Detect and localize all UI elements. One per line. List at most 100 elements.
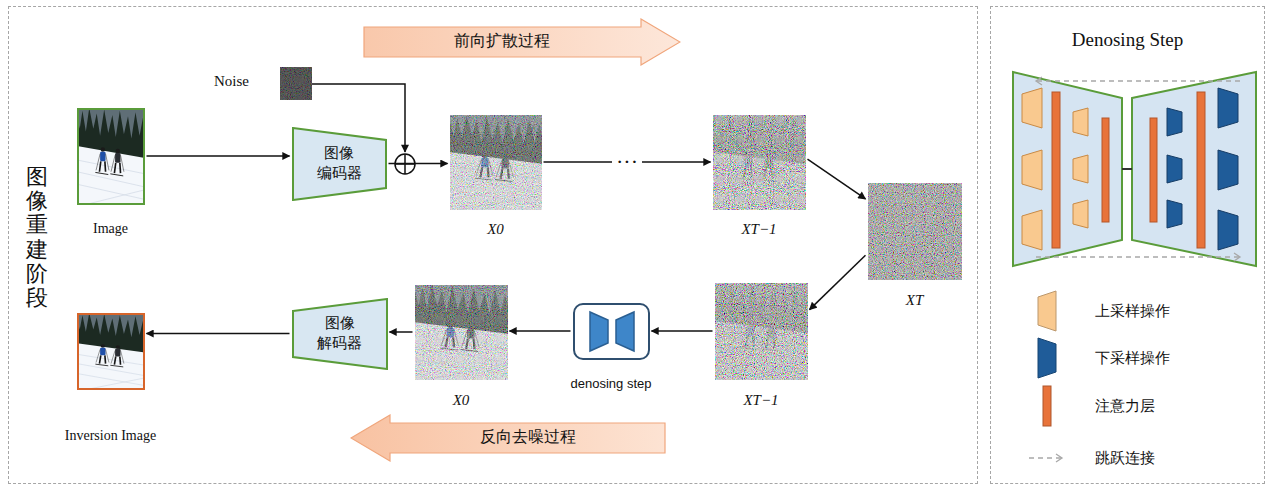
noisy-image [715,283,808,380]
legend-sample [1025,336,1069,380]
input-image: Image [77,108,145,205]
panel-title: Denosing Step [991,29,1264,51]
latent-name: XT [906,292,924,309]
unet-figure [1073,200,1088,228]
decoder-block: 图像 解码器 [292,298,388,370]
block-name: 图像 编码器 [312,144,366,183]
flow-arrow [147,333,290,335]
unet-figure [1013,72,1122,266]
reconstructed-photo [77,313,145,390]
trapezoid-outline [293,299,387,369]
noisy-image [415,285,508,380]
legend-text: 上采样操作 [1095,289,1170,333]
noisy-image [713,115,806,210]
legend-sample [1025,289,1069,333]
unet-figure [1036,77,1042,85]
unet-figure [1150,118,1157,222]
unet-figure [1102,118,1109,222]
flow-arrow [810,255,866,309]
unet-figure [1022,88,1042,128]
stage-panel: 图像重建阶段前向扩散过程Image图像 编码器X0XT−1XTXT−1denos… [8,6,978,484]
unet-figure [1052,92,1060,248]
legend-text: 下采样操作 [1095,336,1170,380]
trapezoid-shape [292,298,388,370]
legend-sample [1025,436,1069,480]
noisy-image [450,115,542,210]
unet-figure [1132,72,1256,266]
signal-label: Noise [214,73,249,90]
noisy-image [713,115,806,210]
legend-text: 注意力层 [1095,384,1155,428]
flow-arrow [652,330,713,332]
unet-figure [1036,256,1240,257]
latent-image: XT−1 [713,115,806,210]
noisy-image [450,115,542,210]
noise-image [868,183,962,280]
stage-title: 图像重建阶段 [26,165,48,310]
noisy-image [415,285,508,380]
reconstructed-photo [77,313,145,390]
edge-label: ··· [612,151,642,173]
trapezoid-outline [293,128,386,200]
step-caption: denosing step [571,377,652,392]
source-photo [77,108,145,205]
latent-image: X0 [415,285,508,380]
noisy-image [415,285,508,380]
flow-arrow [808,159,866,199]
latent-image: X0 [450,115,542,210]
banner-shape [363,18,681,66]
legend-entry: 跳跃连接 [1025,436,1245,480]
legend-entry: 注意力层 [1025,384,1245,428]
denoise-icon: denosing step [573,303,650,360]
noise-patch [280,67,312,100]
latent-name: XT−1 [743,392,778,409]
dashed-arrow-head [1056,454,1062,462]
latent-name: XT−1 [741,221,776,238]
noise-image [868,183,962,280]
noise-wire [312,84,405,152]
unet-figure [1022,210,1042,250]
encoder-block: 图像 编码器 [292,127,387,201]
noisy-image [713,115,806,210]
legend-entry: 上采样操作 [1025,289,1245,333]
latent-name: X0 [453,392,470,409]
unet-figure [1167,155,1182,183]
legend-swatch [1038,291,1056,331]
source-photo [77,108,145,205]
noisy-image [450,115,542,210]
banner-shape [350,414,666,462]
legend-swatch [1038,338,1056,378]
unet-icon [616,312,634,351]
text-holder: 图像 解码器 [292,298,388,370]
text-holder: 图像 编码器 [292,127,387,201]
unet-figure [1218,210,1238,250]
noisy-image [715,283,808,380]
legend-text: 跳跃连接 [1095,436,1155,480]
unet-figure [1022,150,1042,190]
block-name: 图像 解码器 [313,314,367,353]
flow-arrow [389,163,448,165]
process-arrow-banner: 反向去噪过程 [350,414,666,462]
unet-figure [1073,108,1088,136]
flow-arrow [544,161,711,163]
unet-figure [1167,108,1182,136]
noise-image [868,183,962,280]
legend-swatch [1043,386,1051,426]
flow-arrow [510,330,571,332]
flow-arrow [147,155,290,157]
trapezoid-shape [292,127,387,201]
unet-figure [1073,155,1088,183]
flow-arrow [390,331,413,333]
process-name: 前向扩散过程 [454,31,550,52]
process-arrow-banner: 前向扩散过程 [363,18,681,66]
text-holder: 反向去噪过程 [390,423,666,453]
noise-patch [280,67,312,100]
unet-figure [1122,168,1132,170]
unet-figure [1234,253,1240,261]
